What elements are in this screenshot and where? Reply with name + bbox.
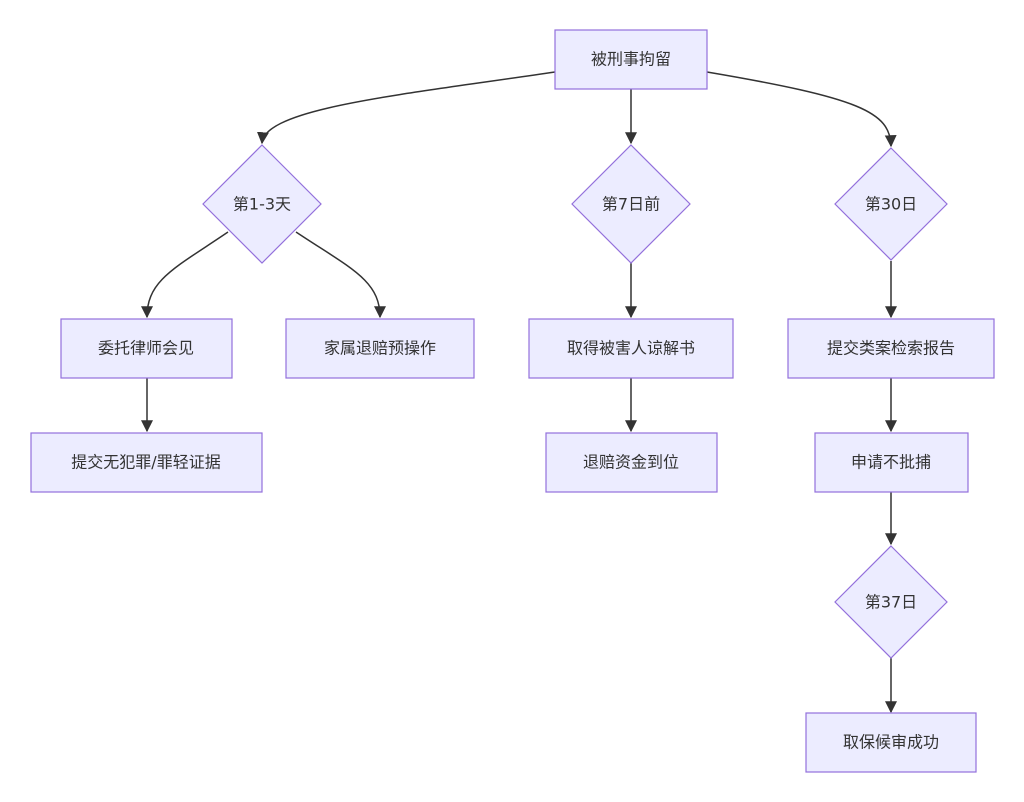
node-forgive-label: 取得被害人谅解书 [567, 339, 695, 358]
decision-d30-label: 第30日 [865, 195, 917, 214]
node-evidence: 提交无犯罪/罪轻证据 [30, 432, 263, 493]
decision-d37-label: 第37日 [865, 593, 917, 612]
node-lawyer-label: 委托律师会见 [98, 339, 194, 358]
node-report-label: 提交类案检索报告 [827, 339, 955, 358]
node-fund-label: 退赔资金到位 [583, 453, 679, 472]
decision-d30: 第30日 [834, 147, 948, 261]
node-family-label: 家属退赔预操作 [324, 339, 436, 358]
node-apply: 申请不批捕 [814, 432, 969, 493]
decision-d1: 第1-3天 [202, 144, 322, 264]
node-evidence-label: 提交无犯罪/罪轻证据 [71, 453, 220, 472]
edges [141, 71, 897, 714]
nodes: 被刑事拘留 第1-3天 第7日前 第30日 委托律师会见 家属退赔预操作 [30, 29, 995, 773]
node-family: 家属退赔预操作 [285, 318, 475, 379]
node-root: 被刑事拘留 [554, 29, 708, 90]
edge-root-d30 [706, 71, 897, 148]
node-lawyer: 委托律师会见 [60, 318, 233, 379]
edge-d1-family [295, 231, 386, 319]
edge-root-d1 [256, 71, 556, 145]
node-fund: 退赔资金到位 [545, 432, 718, 493]
node-apply-label: 申请不批捕 [851, 453, 931, 472]
edge-d1-lawyer [141, 231, 229, 319]
node-bail: 取保候审成功 [805, 712, 977, 773]
decision-d37: 第37日 [834, 545, 948, 659]
node-forgive: 取得被害人谅解书 [528, 318, 734, 379]
node-bail-label: 取保候审成功 [843, 733, 939, 752]
decision-d7-label: 第7日前 [602, 195, 660, 214]
decision-d7: 第7日前 [571, 144, 691, 264]
node-root-label: 被刑事拘留 [591, 50, 671, 69]
node-report: 提交类案检索报告 [787, 318, 995, 379]
decision-d1-label: 第1-3天 [233, 195, 291, 214]
